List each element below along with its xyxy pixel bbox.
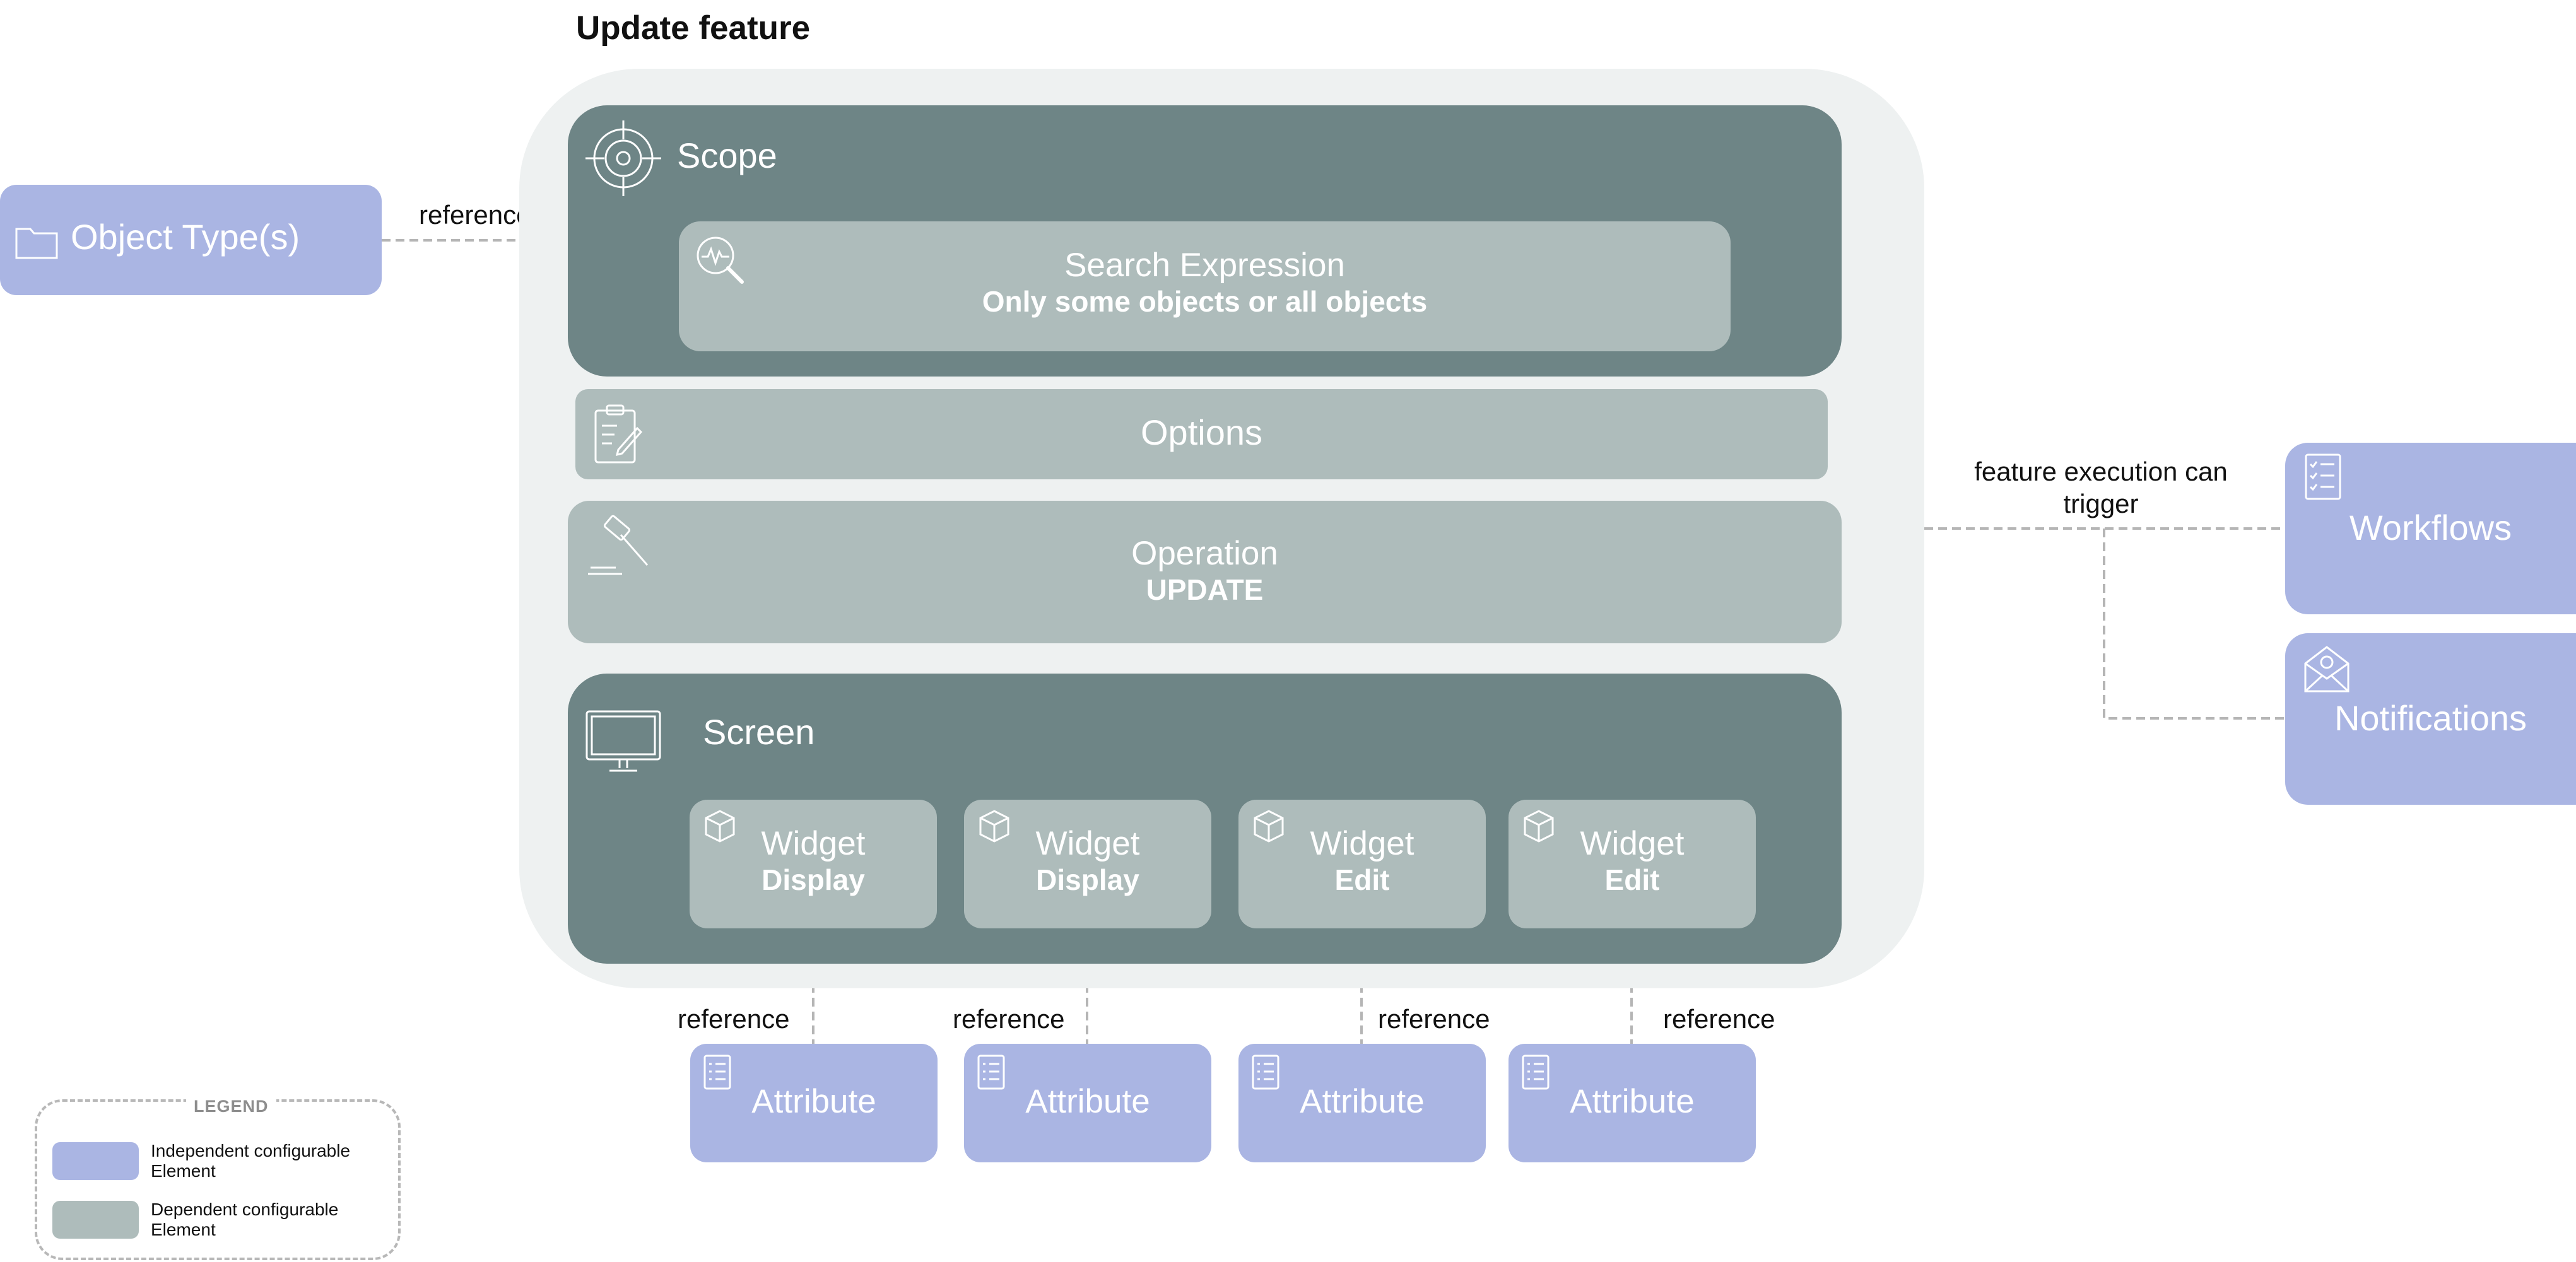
attribute-label-2: Attribute <box>1025 1083 1150 1120</box>
list-icon <box>1252 1055 1279 1090</box>
legend-title: LEGEND <box>186 1097 276 1116</box>
legend-dependent-line2: Element <box>151 1220 216 1240</box>
notifications-box: Notifications <box>2285 633 2576 805</box>
notifications-label: Notifications <box>2334 698 2527 738</box>
search-activity-icon <box>697 237 744 284</box>
attribute-box-2: Attribute <box>964 1044 1211 1162</box>
target-icon <box>585 120 661 196</box>
reference-label-object-types: reference <box>419 200 531 230</box>
widget-mode-2: Display <box>1036 863 1139 897</box>
attribute-box-4: Attribute <box>1509 1044 1756 1162</box>
reference-label-attribute-1: reference <box>678 1004 790 1034</box>
clipboard-edit-icon <box>594 404 643 464</box>
attribute-box-3: Attribute <box>1238 1044 1486 1162</box>
widget-mode-4: Edit <box>1604 863 1660 897</box>
widget-box-3: Widget Edit <box>1238 800 1486 928</box>
operation-box: Operation UPDATE <box>568 501 1842 643</box>
widget-title-3: Widget <box>1310 825 1414 862</box>
legend-independent-line2: Element <box>151 1161 216 1181</box>
box-icon <box>979 810 1009 843</box>
folder-icon <box>15 228 58 259</box>
operation-label: Operation <box>1131 535 1278 572</box>
widget-text-4: Widget Edit <box>1509 825 1756 899</box>
widget-mode-3: Edit <box>1334 863 1390 897</box>
object-types-box: Object Type(s) <box>0 185 382 295</box>
legend-text-dependent: Dependent configurable Element <box>151 1200 338 1240</box>
list-icon <box>1522 1055 1550 1090</box>
workflows-label: Workflows <box>2349 508 2512 547</box>
object-types-label: Object Type(s) <box>71 217 300 257</box>
legend-text-independent: Independent configurable Element <box>151 1141 350 1181</box>
widget-mode-1: Display <box>762 863 865 897</box>
workflows-box: Workflows <box>2285 443 2576 614</box>
reference-label-attribute-3: reference <box>1378 1004 1490 1034</box>
widget-title-4: Widget <box>1580 825 1685 862</box>
options-label: Options <box>1141 412 1262 452</box>
search-expression-subtitle: Only some objects or all objects <box>982 285 1428 318</box>
widget-box-4: Widget Edit <box>1509 800 1756 928</box>
connector-branch-notifications <box>2103 529 2285 720</box>
widget-title-2: Widget <box>1035 825 1140 862</box>
operation-value: UPDATE <box>1146 573 1264 607</box>
widget-text-2: Widget Display <box>964 825 1211 899</box>
widget-text-3: Widget Edit <box>1238 825 1486 899</box>
diagram-title: Update feature <box>576 9 811 47</box>
gavel-icon <box>588 515 649 575</box>
checklist-icon <box>2305 453 2341 500</box>
scope-label: Scope <box>677 136 777 175</box>
reference-label-attribute-2: reference <box>953 1004 1065 1034</box>
box-icon <box>1254 810 1284 843</box>
list-icon <box>977 1055 1005 1090</box>
widget-box-2: Widget Display <box>964 800 1211 928</box>
widget-text-1: Widget Display <box>690 825 937 899</box>
reference-label-attribute-4: reference <box>1663 1004 1775 1034</box>
list-icon <box>703 1055 731 1090</box>
attribute-label-1: Attribute <box>751 1083 876 1120</box>
trigger-label-line2: trigger <box>2063 489 2139 519</box>
attribute-box-1: Attribute <box>690 1044 938 1162</box>
attribute-label-4: Attribute <box>1570 1083 1695 1120</box>
monitor-icon <box>585 710 661 772</box>
attribute-label-3: Attribute <box>1300 1083 1425 1120</box>
search-expression-box: Search Expression Only some objects or a… <box>679 221 1731 351</box>
trigger-label-line1: feature execution can <box>1974 457 2228 486</box>
screen-label: Screen <box>703 712 815 752</box>
screen-panel: Screen Widget Display Widget Display <box>568 674 1842 964</box>
legend-box: LEGEND Independent configurable Element … <box>35 1097 401 1260</box>
options-box: Options <box>575 389 1828 479</box>
widget-title-1: Widget <box>761 825 866 862</box>
box-icon <box>705 810 735 843</box>
operation-text: Operation UPDATE <box>568 535 1842 609</box>
legend-swatch-dependent <box>52 1201 139 1239</box>
trigger-label: feature execution can trigger <box>1950 455 2252 520</box>
scope-panel: Scope Search Expression Only some object… <box>568 105 1842 377</box>
mail-icon <box>2304 646 2350 692</box>
legend-independent-line1: Independent configurable <box>151 1141 351 1160</box>
search-expression-text: Search Expression Only some objects or a… <box>679 247 1731 320</box>
legend-dependent-line1: Dependent configurable <box>151 1200 339 1219</box>
legend-swatch-independent <box>52 1142 139 1180</box>
box-icon <box>1524 810 1554 843</box>
widget-box-1: Widget Display <box>690 800 937 928</box>
search-expression-title: Search Expression <box>1064 247 1345 284</box>
